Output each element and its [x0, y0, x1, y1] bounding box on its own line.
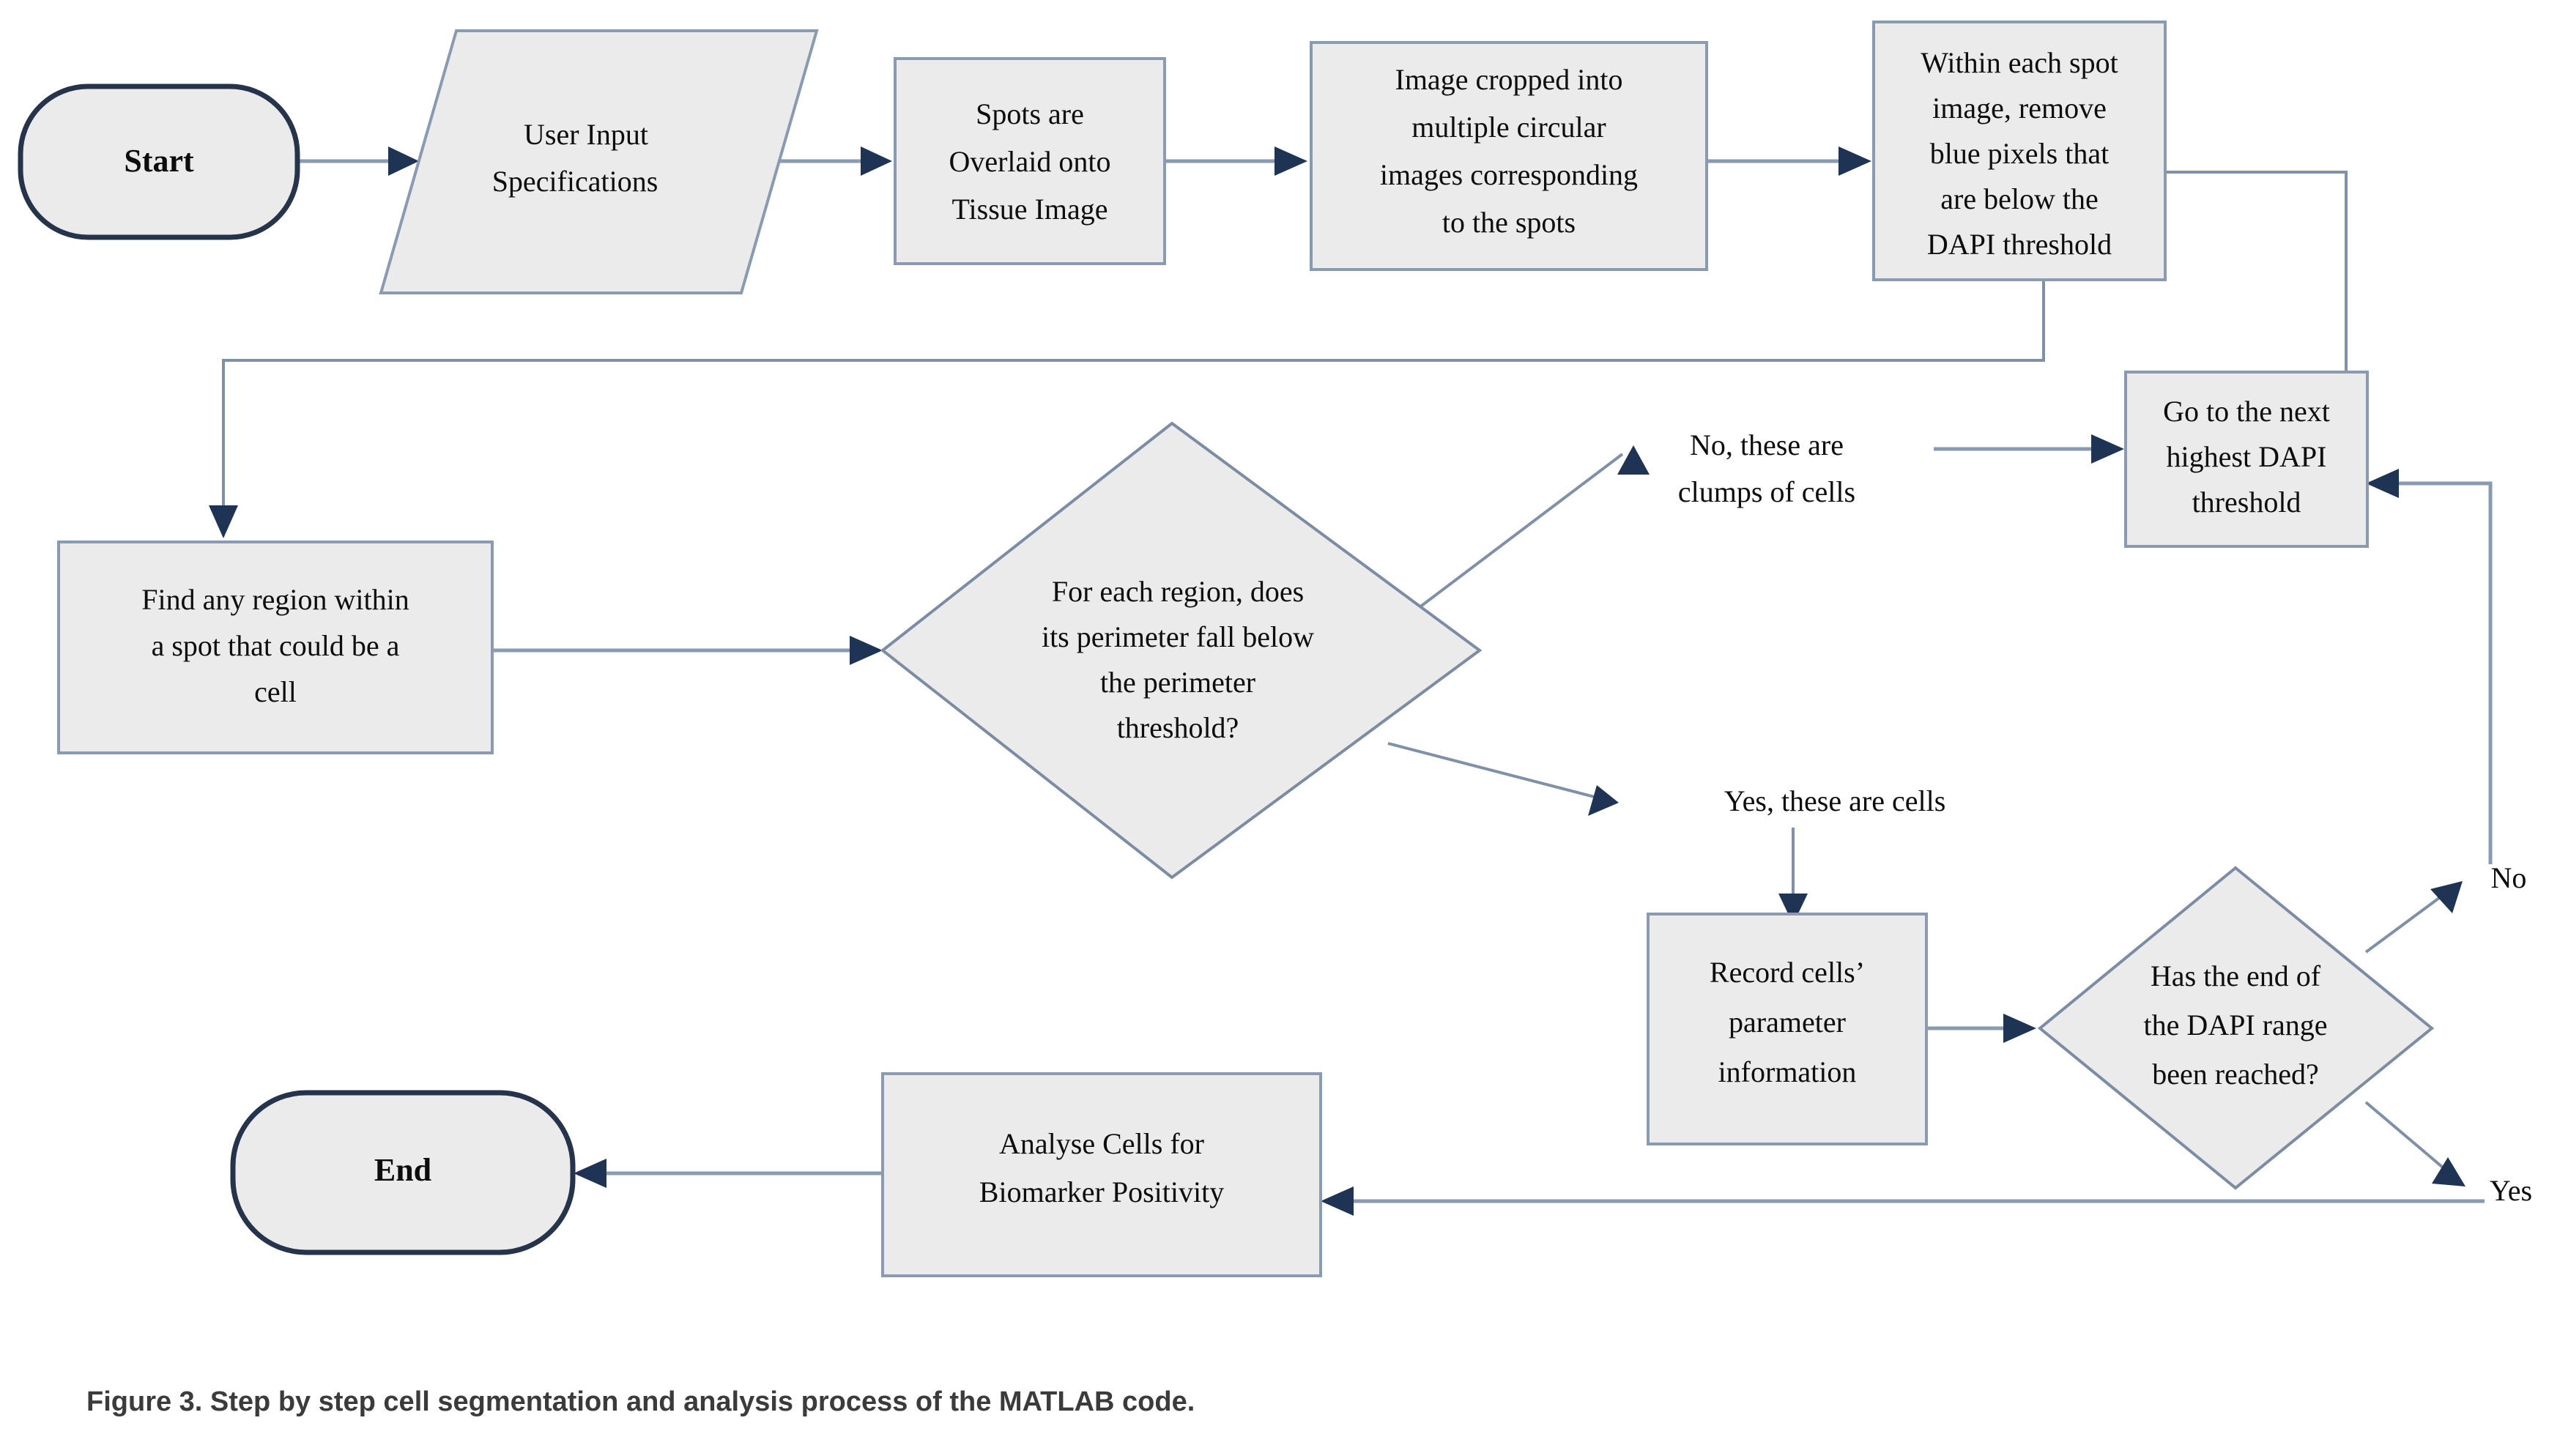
edge-dapi-yes [2364, 1101, 2465, 1186]
node-dapi-range-decision-line3: been reached? [2152, 1058, 2319, 1091]
node-start-label: Start [124, 143, 194, 179]
node-next-threshold-line3: threshold [2192, 486, 2301, 519]
node-remove-blue-line2: image, remove [1932, 92, 2107, 125]
node-perimeter-decision-line1: For each region, does [1052, 575, 1304, 608]
node-image-cropped-line1: Image cropped into [1395, 63, 1623, 96]
node-image-cropped-line4: to the spots [1442, 206, 1576, 239]
edge-clumps-to-next-threshold [1934, 434, 2124, 464]
node-find-region-line3: cell [254, 675, 297, 708]
edge-label-yes-these-are-cells: Yes, these are cells [1724, 784, 1946, 817]
node-find-region[interactable]: Find any region within a spot that could… [57, 541, 494, 754]
node-record-cells-line3: information [1718, 1055, 1857, 1088]
node-end-label: End [374, 1152, 431, 1188]
node-find-region-line2: a spot that could be a [152, 629, 400, 662]
node-perimeter-decision[interactable]: For each region, does its perimeter fall… [880, 421, 1483, 880]
node-record-cells-line2: parameter [1729, 1006, 1846, 1039]
edge-label-clumps-line1: No, these are [1690, 428, 1844, 461]
figure-caption: Figure 3. Step by step cell segmentation… [86, 1386, 1195, 1417]
node-remove-blue-line4: are below the [1940, 182, 2098, 215]
edge-dapi-no [2364, 881, 2463, 954]
node-perimeter-decision-line3: the perimeter [1100, 666, 1255, 699]
node-spots-overlaid[interactable]: Spots are Overlaid onto Tissue Image [894, 57, 1166, 265]
edge-user-input-to-spots [769, 146, 892, 176]
edge-start-to-user-input [297, 146, 419, 176]
node-record-cells-line1: Record cells’ [1710, 956, 1865, 989]
node-user-input[interactable]: User Input Specifications [379, 29, 819, 294]
node-start[interactable]: Start [18, 83, 300, 240]
edge-perimeter-yes-cells [1387, 742, 1619, 816]
node-user-input-line1: User Input [524, 118, 648, 151]
node-remove-blue-line3: blue pixels that [1930, 137, 2109, 170]
edge-analyse-cells-to-end [574, 1159, 881, 1188]
node-remove-blue-line1: Within each spot [1921, 46, 2118, 79]
node-end[interactable]: End [230, 1090, 576, 1255]
node-spots-overlaid-line1: Spots are [976, 97, 1084, 130]
node-next-threshold[interactable]: Go to the next highest DAPI threshold [2124, 371, 2369, 548]
edge-image-cropped-to-remove-blue [1707, 146, 1871, 176]
node-analyse-cells-line2: Biomarker Positivity [979, 1175, 1224, 1208]
node-dapi-range-decision-line2: the DAPI range [2143, 1009, 2327, 1041]
node-find-region-line1: Find any region within [141, 583, 409, 616]
node-image-cropped[interactable]: Image cropped into multiple circular ima… [1310, 41, 1708, 271]
node-perimeter-decision-line4: threshold? [1117, 711, 1239, 744]
node-remove-blue-line5: DAPI threshold [1927, 228, 2112, 261]
node-next-threshold-line2: highest DAPI [2167, 440, 2327, 473]
edge-no-loop-to-next-threshold [2366, 469, 2493, 864]
node-perimeter-decision-line2: its perimeter fall below [1042, 620, 1314, 653]
node-spots-overlaid-line2: Overlaid onto [949, 145, 1110, 178]
node-image-cropped-line2: multiple circular [1411, 111, 1606, 144]
edge-remove-blue-to-find-region [209, 280, 2045, 538]
node-remove-blue[interactable]: Within each spot image, remove blue pixe… [1872, 21, 2167, 281]
node-next-threshold-line1: Go to the next [2163, 395, 2330, 428]
node-user-input-line2: Specifications [492, 165, 658, 198]
node-spots-overlaid-line3: Tissue Image [952, 193, 1108, 226]
node-dapi-range-decision[interactable]: Has the end of the DAPI range been reach… [2037, 866, 2435, 1190]
edge-yes-to-analyse-cells [1321, 1186, 2485, 1216]
node-analyse-cells[interactable]: Analyse Cells for Biomarker Positivity [881, 1072, 1322, 1277]
edge-spots-to-image-cropped [1165, 146, 1307, 176]
node-record-cells[interactable]: Record cells’ parameter information [1647, 913, 1928, 1145]
edge-label-clumps-line2: clumps of cells [1678, 475, 1855, 508]
edge-record-cells-to-dapi-decision [1925, 1014, 2036, 1043]
node-dapi-range-decision-line1: Has the end of [2151, 959, 2321, 992]
edge-find-region-to-perimeter-decision [492, 636, 883, 665]
node-image-cropped-line3: images corresponding [1380, 158, 1638, 191]
edge-label-dapi-no: No [2491, 861, 2527, 894]
edge-label-dapi-yes: Yes [2490, 1174, 2532, 1207]
edge-yes-cells-to-record-cells [1778, 828, 1808, 924]
node-analyse-cells-line1: Analyse Cells for [999, 1127, 1204, 1160]
